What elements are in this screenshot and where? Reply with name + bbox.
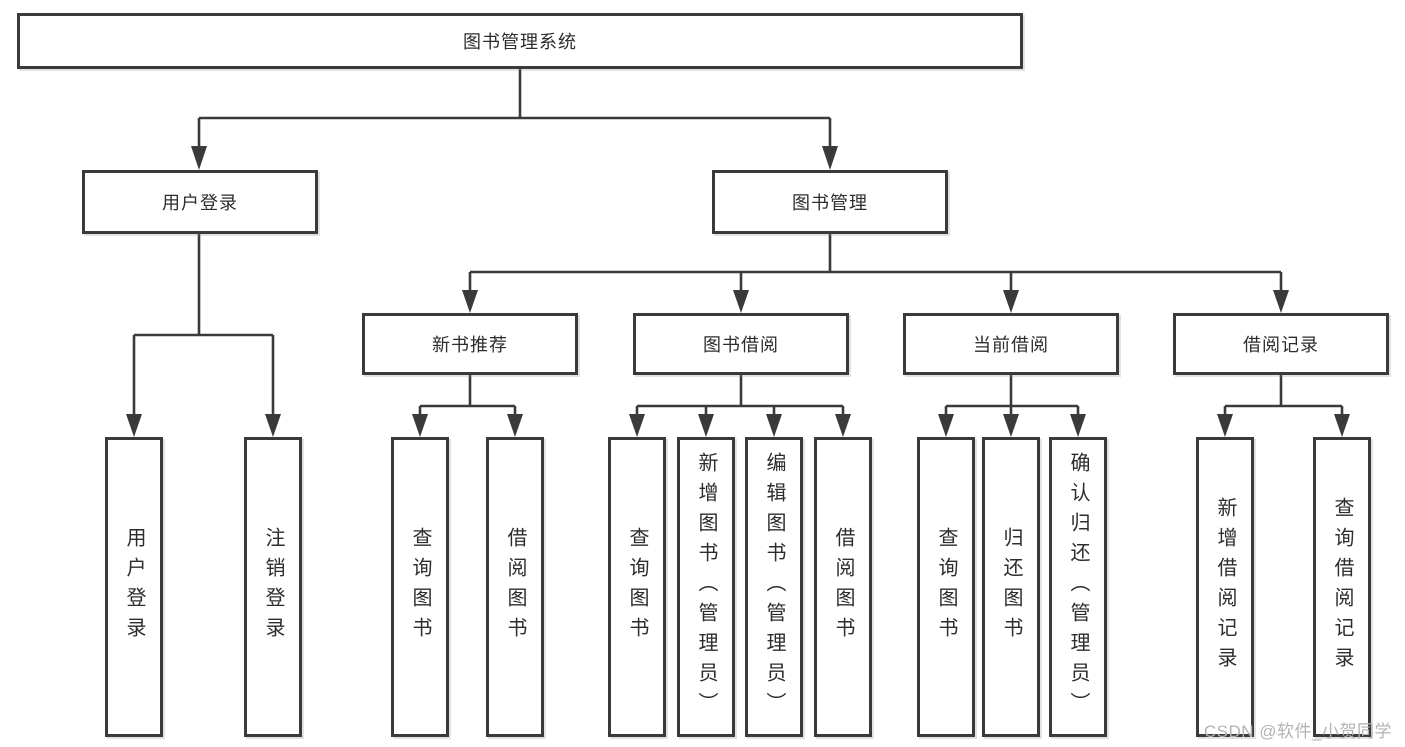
leaf-newrec-query-book: 查询图书 — [391, 437, 449, 737]
leaf-record-add-record: 新增借阅记录 — [1196, 437, 1254, 737]
leaf-borrow-query-book: 查询图书 — [608, 437, 666, 737]
leaf-current-confirm-return-admin: 确认归还（管理员） — [1049, 437, 1107, 737]
node-borrowing-records: 借阅记录 — [1173, 313, 1389, 375]
leaf-user-login: 用户登录 — [105, 437, 163, 737]
leaf-newrec-borrow-book: 借阅图书 — [486, 437, 544, 737]
node-user-login: 用户登录 — [82, 170, 318, 234]
node-book-management: 图书管理 — [712, 170, 948, 234]
leaf-logout: 注销登录 — [244, 437, 302, 737]
leaf-borrow-borrow-book: 借阅图书 — [814, 437, 872, 737]
leaf-record-query-record: 查询借阅记录 — [1313, 437, 1371, 737]
leaf-current-return-book: 归还图书 — [982, 437, 1040, 737]
node-library-management-system: 图书管理系统 — [17, 13, 1023, 69]
csdn-watermark: CSDN @软件_小贺同学 — [1203, 722, 1392, 741]
leaf-borrow-add-book-admin: 新增图书（管理员） — [677, 437, 735, 737]
node-current-borrowing: 当前借阅 — [903, 313, 1119, 375]
leaf-borrow-edit-book-admin: 编辑图书（管理员） — [745, 437, 803, 737]
node-new-book-recommend: 新书推荐 — [362, 313, 578, 375]
leaf-current-query-book: 查询图书 — [917, 437, 975, 737]
node-book-borrowing: 图书借阅 — [633, 313, 849, 375]
